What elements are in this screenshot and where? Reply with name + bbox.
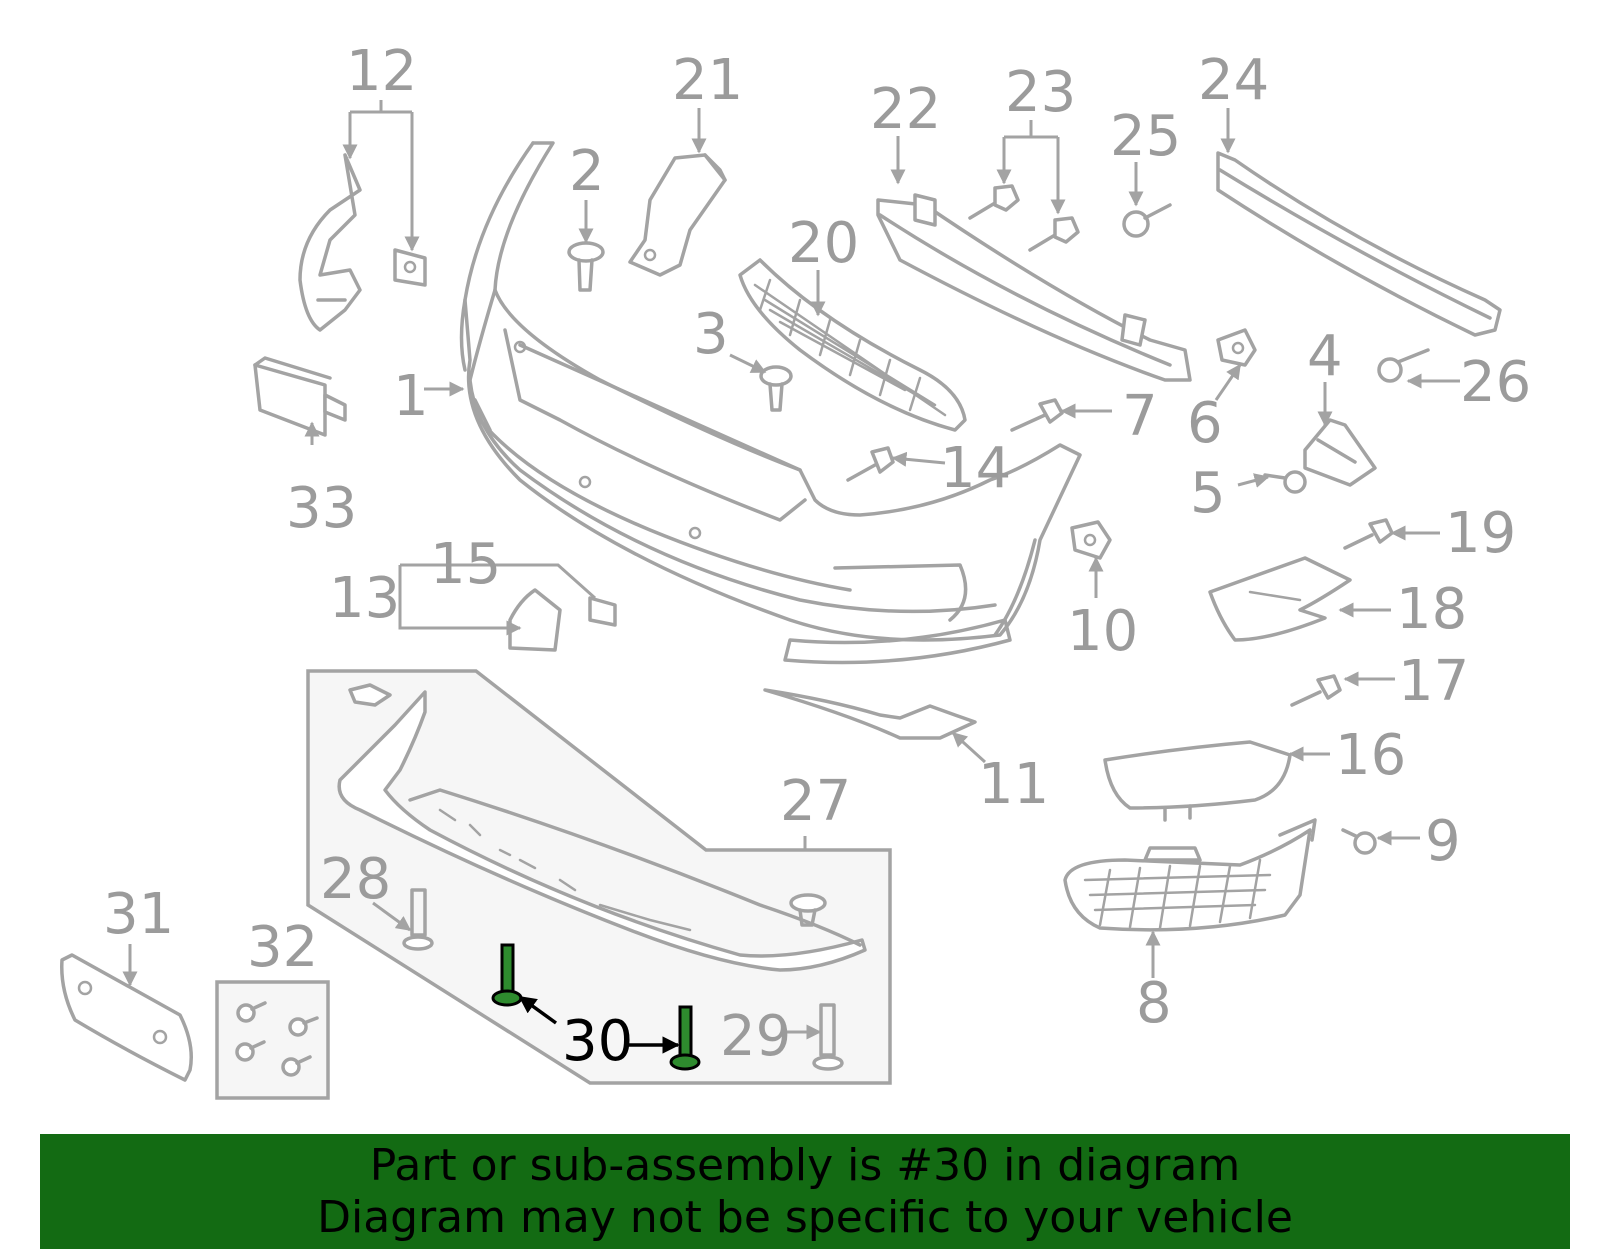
callout-13: 13 [329, 566, 400, 631]
bracket-10-part [1070, 520, 1112, 560]
bumper-cover-part [459, 141, 1082, 665]
spoiler-27-part [337, 683, 867, 972]
bolt-19-part [1343, 518, 1394, 550]
callout-labels: 1 2 3 4 5 6 7 8 9 10 11 12 13 14 15 16 1… [103, 39, 1531, 1074]
callout-17: 17 [1398, 649, 1469, 714]
bolt-17-part [1290, 674, 1342, 707]
info-banner: Part or sub-assembly is #30 in diagram D… [40, 1134, 1570, 1249]
bracket-6-part [1216, 328, 1257, 367]
callout-5: 5 [1190, 461, 1226, 526]
clip-3-part [759, 365, 793, 412]
bar-24-part [1216, 151, 1502, 337]
leader-lines [122, 100, 1460, 1054]
callout-11: 11 [978, 752, 1049, 817]
callout-32: 32 [247, 915, 318, 980]
bezel-16-part [1103, 740, 1292, 822]
bolt-9-part [1341, 828, 1377, 855]
callout-20: 20 [788, 211, 859, 276]
grille-8-part [1063, 818, 1317, 932]
callout-26: 26 [1460, 350, 1531, 415]
callout-4: 4 [1307, 324, 1343, 389]
grille-20-part [738, 258, 967, 432]
callout-7: 7 [1122, 384, 1158, 449]
callout-31: 31 [103, 882, 174, 947]
callout-23: 23 [1005, 60, 1076, 125]
clip-2-part [567, 241, 605, 292]
callout-2: 2 [569, 139, 605, 204]
callout-21: 21 [672, 48, 743, 113]
sensor-33-part [253, 356, 347, 437]
callout-16: 16 [1335, 723, 1406, 788]
bolts-32-part [235, 1001, 319, 1077]
bracket-21-part [628, 153, 727, 277]
callout-30: 30 [562, 1009, 633, 1074]
banner-line-2: Diagram may not be specific to your vehi… [317, 1191, 1293, 1243]
lower-spoiler-group-box [306, 669, 892, 1085]
callout-14: 14 [940, 436, 1011, 501]
bolt-14-part [846, 446, 895, 482]
license-bracket-31-part [60, 953, 193, 1082]
bracket-13-part [508, 588, 617, 652]
callout-19: 19 [1445, 501, 1516, 566]
callout-10: 10 [1067, 599, 1138, 664]
callout-27: 27 [780, 769, 851, 834]
bolt-kit-box [215, 980, 330, 1100]
callout-18: 18 [1396, 577, 1467, 642]
callout-15: 15 [430, 532, 501, 597]
bolts-23-part [968, 184, 1080, 252]
banner-line-1: Part or sub-assembly is #30 in diagram [369, 1139, 1241, 1191]
bolt-26-part [1377, 348, 1430, 383]
callout-24: 24 [1198, 48, 1269, 113]
callout-9: 9 [1425, 809, 1461, 874]
callout-22: 22 [870, 77, 941, 142]
callout-33: 33 [286, 476, 357, 541]
bolt-25-part [1122, 203, 1172, 238]
callout-12: 12 [346, 39, 417, 104]
callout-25: 25 [1110, 104, 1181, 169]
reinforcement-22-part [876, 193, 1192, 382]
bolt-5-part [1263, 470, 1307, 494]
bracket-18-part [1208, 556, 1352, 642]
bracket-12-part [298, 153, 427, 332]
trim-11-part [763, 688, 977, 740]
callout-28: 28 [320, 847, 391, 912]
callout-8: 8 [1136, 971, 1172, 1036]
callout-1: 1 [393, 364, 429, 429]
callout-6: 6 [1187, 391, 1223, 456]
bracket-4-part [1303, 418, 1377, 487]
callout-29: 29 [720, 1004, 791, 1069]
callout-3: 3 [693, 302, 729, 367]
bolt-7-part [1010, 398, 1064, 432]
pin-28-part [402, 888, 434, 951]
pin-30-highlighted-part [491, 943, 701, 1071]
